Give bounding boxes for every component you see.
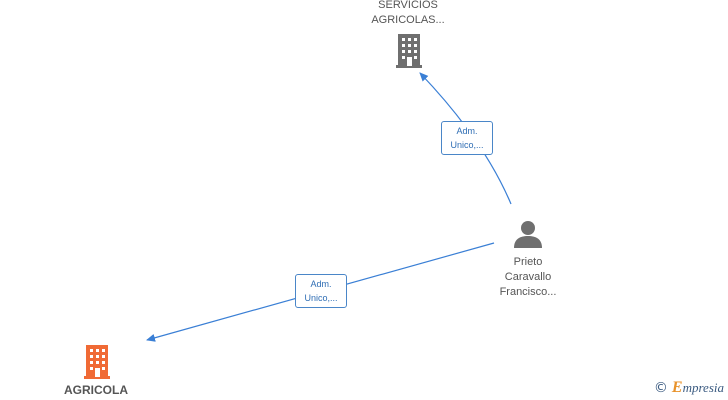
brand-rest: mpresia [682,380,724,395]
top-company-name-line2: AGRICOLAS... [371,14,445,26]
edge-label-to-bottom-company[interactable]: Adm. Unico,... [295,274,347,308]
edge-label-to-top-company[interactable]: Adm. Unico,... [441,121,493,155]
person-icon[interactable] [513,219,543,249]
person-name-line2: Caravallo [504,271,552,283]
top-company-name-line1: SERVICIOS [378,0,438,11]
copyright-symbol: © [653,380,668,396]
edge-label-line1: Adm. [456,126,478,136]
building-icon[interactable] [82,345,114,379]
person-name-line1: Prieto [513,256,543,268]
bottom-company-label[interactable]: AGRICOLA [64,383,128,397]
edge-label-line2: Unico,... [450,140,484,150]
person-name-line3: Francisco... [499,286,557,298]
top-company-label[interactable]: SERVICIOS AGRICOLAS... [358,0,458,28]
edge-label-line1: Adm. [310,279,332,289]
brand-initial: E [671,379,683,396]
building-icon[interactable] [394,34,426,68]
edge-label-line2: Unico,... [304,293,338,303]
person-label[interactable]: Prieto Caravallo Francisco... [478,255,578,300]
empresia-watermark: ©Empresia [654,379,724,397]
